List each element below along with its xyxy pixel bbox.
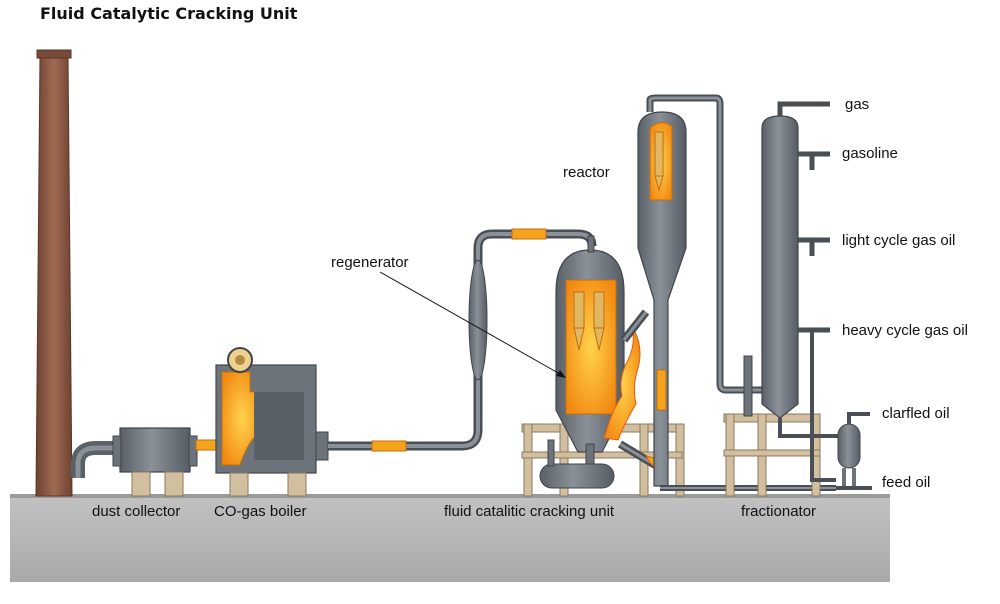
label-dust-collector: dust collector <box>92 503 181 520</box>
ground <box>10 494 890 582</box>
co-gas-boiler <box>215 347 329 497</box>
ground-edge <box>10 494 890 498</box>
label-gas: gas <box>845 96 870 113</box>
label-heavy-cycle-gas-oil: heavy cycle gas oil <box>842 322 968 339</box>
label-clarified-oil: clarfled oil <box>882 405 950 422</box>
label-gasoline: gasoline <box>842 145 898 162</box>
label-reactor: reactor <box>563 164 610 181</box>
clarified-oil-drum <box>836 412 872 490</box>
label-co-gas-boiler: CO-gas boiler <box>214 503 307 520</box>
label-fcc-unit: fluid catalitic cracking unit <box>444 503 615 520</box>
dust-collector <box>71 427 217 497</box>
label-feed-oil: feed oil <box>882 474 931 491</box>
fractionator-column <box>761 101 838 482</box>
label-regenerator: regenerator <box>331 254 409 271</box>
reactor-vessel <box>637 94 836 491</box>
label-light-cycle-gas-oil: light cycle gas oil <box>842 232 956 249</box>
smoke-stack <box>35 49 73 497</box>
label-fractionator: fractionator <box>741 503 817 520</box>
regenerator-callout-line <box>379 271 561 375</box>
regenerator-callout-arrow <box>556 370 566 378</box>
fractionator-supports <box>723 355 821 497</box>
diagram-title: Fluid Catalytic Cracking Unit <box>40 4 298 23</box>
regenerator-vessel <box>539 235 625 489</box>
